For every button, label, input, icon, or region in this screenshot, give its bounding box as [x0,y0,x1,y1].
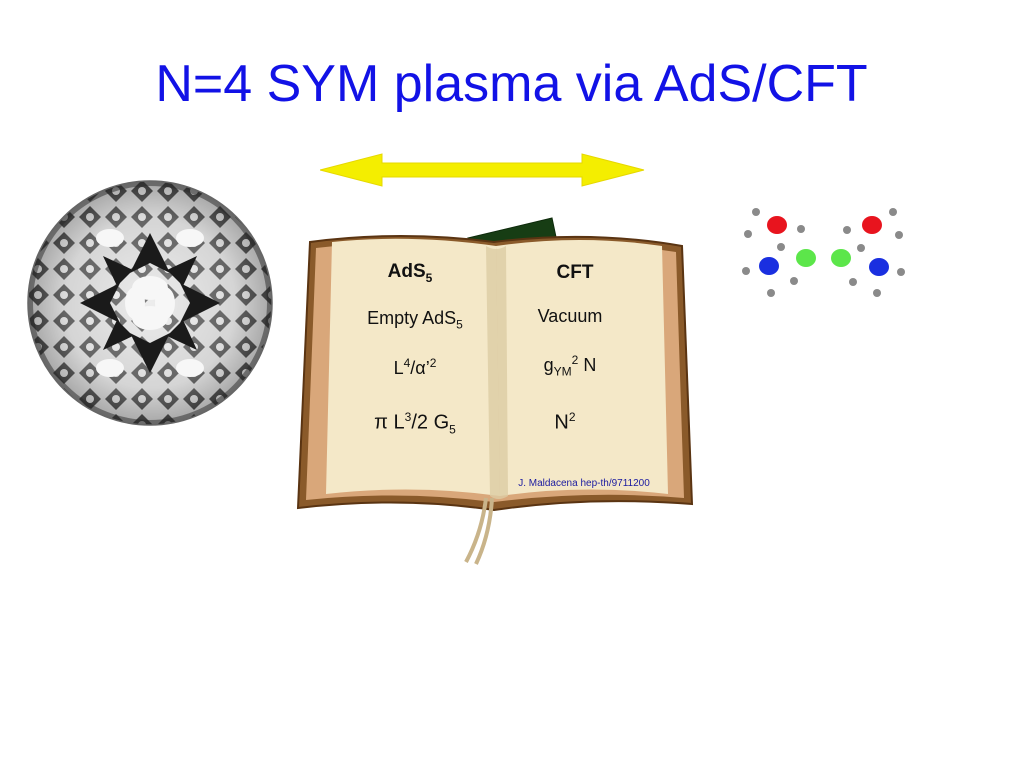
right-page-heading: CFT [556,262,594,283]
right-page-row1: Vacuum [537,306,603,326]
particle-cluster-image [742,208,905,297]
slide-title: N=4 SYM plasma via AdS/CFT [155,55,868,113]
reference-citation: J. Maldacena hep-th/9711200 [518,478,650,489]
left-page-row3: π L3/2 G5 [374,410,456,437]
double-arrow-icon [320,153,645,187]
open-book-image [296,217,694,565]
left-page-row2: L4/α’2 [393,356,437,378]
right-page-row2: gYM2 N [543,353,597,379]
left-page-heading: AdS5 [387,261,433,285]
right-page-row3: N2 [554,410,576,434]
left-page-row1: Empty AdS5 [367,308,463,332]
hyperbolic-disk-image [27,180,273,426]
